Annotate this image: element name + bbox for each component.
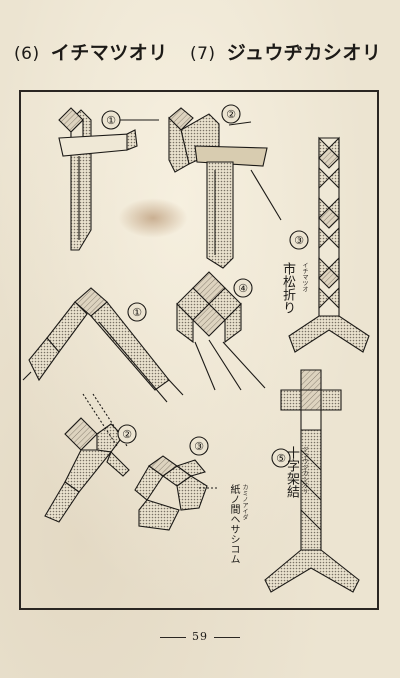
section-title-juji-kashi-ori: ジュウヂカシオリ xyxy=(226,42,382,64)
juji-label: 十字架結 xyxy=(284,446,299,498)
page-header: (6) イチマツオリ (7) ジュウヂカシオリ xyxy=(14,38,386,65)
diagram-juji-cross xyxy=(264,369,360,593)
kami-label: 紙ノ間ヘサシコム xyxy=(228,484,239,564)
ichimatsu-label: 市松折り xyxy=(280,262,295,314)
page-number-text: 59 xyxy=(192,630,208,643)
page-number: 59 xyxy=(0,630,400,643)
water-stain xyxy=(118,198,188,238)
diagram-low-step2 xyxy=(44,393,130,523)
ichimatsu-ruby: イチマツオ xyxy=(301,262,308,292)
diagram-mid-step1 xyxy=(22,287,184,403)
step-label-3b: ③ xyxy=(194,440,204,453)
folding-illustration: ① ② ③ ① ④ ② ③ ⑤ xyxy=(22,104,370,593)
illustration-frame xyxy=(19,90,379,610)
step-circles xyxy=(101,104,309,468)
diagram-top-step1 xyxy=(58,107,159,251)
step-label-1b: ① xyxy=(132,306,142,319)
diagram-ichimatsu-strip xyxy=(288,136,370,353)
diagram-mid-step4 xyxy=(176,271,266,391)
section-title-ichimatsu-ori: イチマツオリ xyxy=(50,42,168,64)
diagram-low-step3 xyxy=(134,455,219,531)
juji-ruby: ジュウジカシオリ xyxy=(301,446,308,494)
step-label-4: ④ xyxy=(238,282,248,295)
diagram-top-step2 xyxy=(168,107,282,269)
step-label-1a: ① xyxy=(106,114,116,127)
step-label-3a: ③ xyxy=(294,234,304,247)
step-label-5: ⑤ xyxy=(276,452,286,465)
section-number-7: (7) xyxy=(189,44,216,64)
step-label-2b: ② xyxy=(122,428,132,441)
step-label-2a: ② xyxy=(226,108,236,121)
section-number-6: (6) xyxy=(14,44,40,64)
kami-ruby: カミノアイダ xyxy=(241,484,248,520)
